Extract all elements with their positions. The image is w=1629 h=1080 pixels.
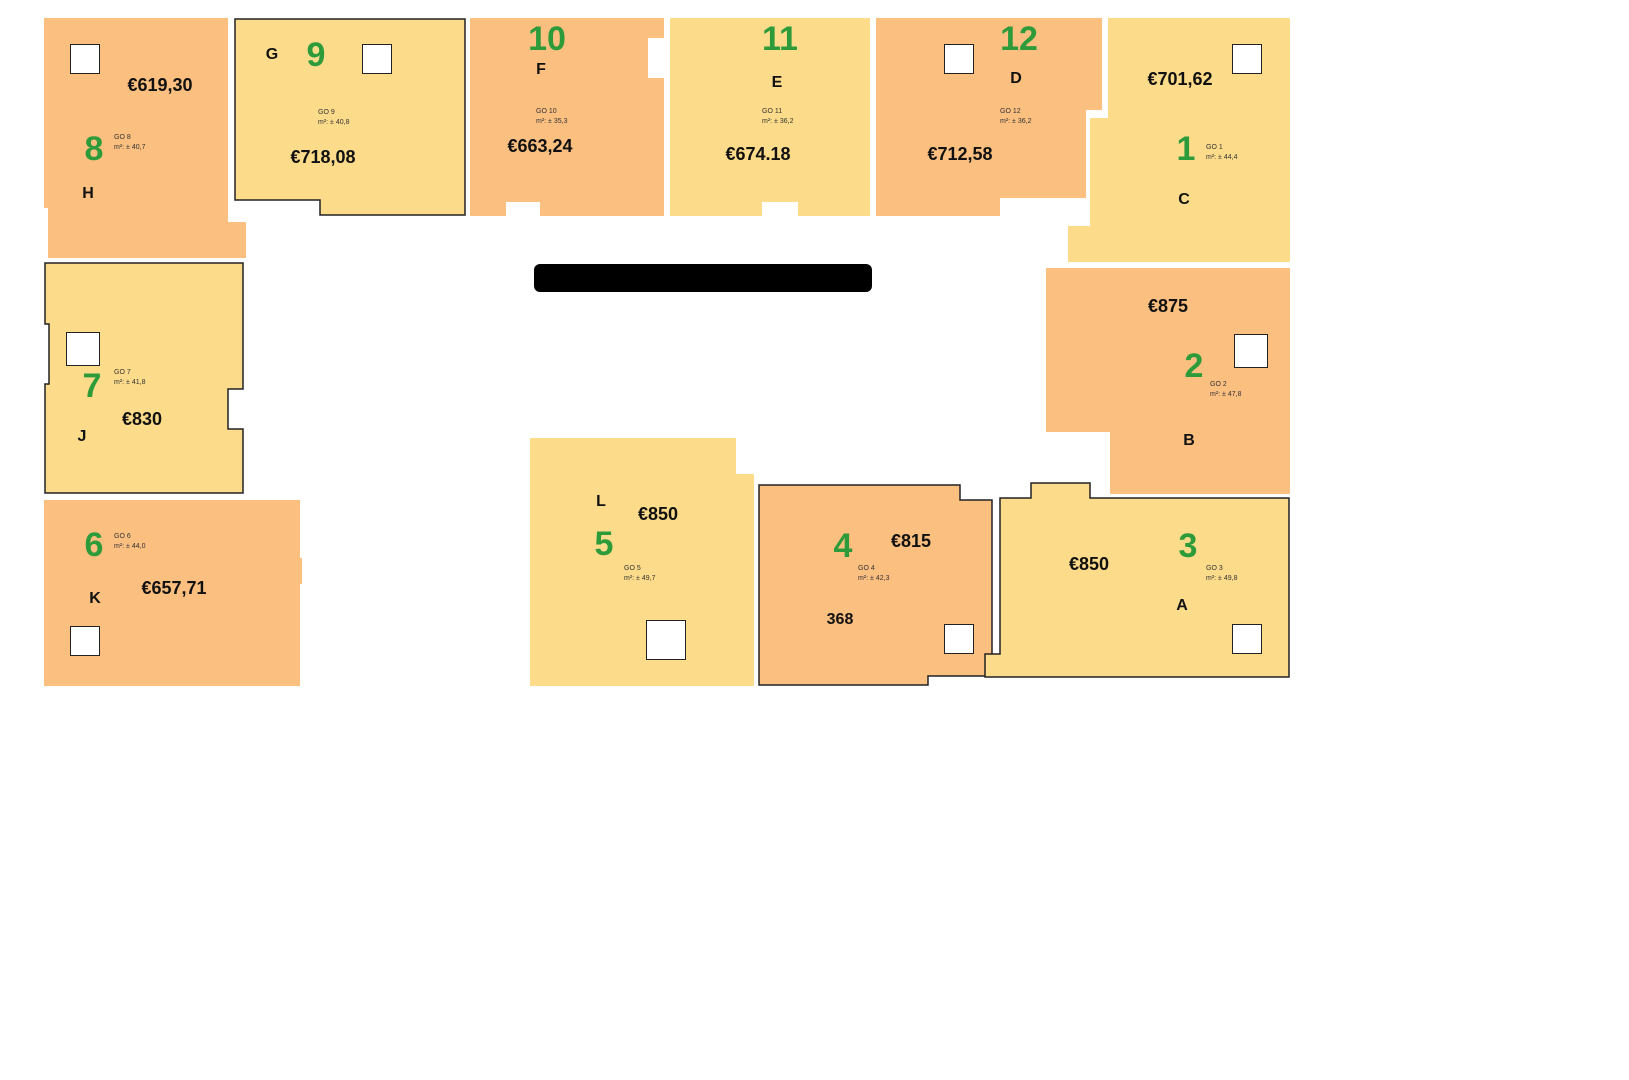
room-3-letter: A [1176, 597, 1188, 614]
room-12-price: €712,58 [927, 144, 993, 164]
room-5-number: 5 [594, 525, 614, 563]
room-10-number: 10 [528, 20, 566, 58]
room-3-price: €850 [1068, 554, 1110, 574]
redaction-bar [534, 264, 872, 292]
room-2-price: €875 [1147, 296, 1189, 316]
room-7-price: €830 [121, 409, 163, 429]
room-4-number: 4 [833, 527, 853, 565]
room-1-window [1232, 44, 1262, 74]
room-8-window [70, 44, 100, 74]
room-5-letter: L [596, 493, 606, 510]
room-8-number: 8 [84, 130, 104, 168]
room-5-window [646, 620, 686, 660]
room-6-shape [44, 500, 302, 686]
room-12-window [944, 44, 974, 74]
room-4-price: €815 [890, 531, 932, 551]
room-4-letter: 368 [826, 611, 854, 628]
room-2-window [1234, 334, 1268, 368]
room-8-letter: H [82, 185, 94, 202]
room-11-price: €674.18 [725, 144, 791, 164]
room-10-price: €663,24 [507, 136, 573, 156]
room-9-number: 9 [306, 36, 326, 74]
room-7-number: 7 [82, 367, 102, 405]
room-1-letter: C [1178, 191, 1190, 208]
room-7-window [66, 332, 100, 366]
room-6-letter: K [89, 590, 101, 607]
room-4-window [944, 624, 974, 654]
room-2-number: 2 [1184, 347, 1204, 385]
room-9-shape [234, 18, 466, 216]
room-8-shape [44, 18, 246, 258]
room-10-letter: F [536, 61, 546, 78]
room-3-window [1232, 624, 1262, 654]
room-5-shape [530, 438, 754, 686]
room-12-letter: D [1010, 70, 1022, 87]
room-12-number: 12 [1000, 20, 1038, 58]
room-8-price: €619,30 [127, 75, 193, 95]
room-1-shape [1068, 18, 1290, 262]
room-12-shape [876, 18, 1102, 216]
room-4-shape [758, 484, 993, 686]
room-2-shape [1046, 268, 1290, 494]
room-2-letter: B [1183, 432, 1195, 449]
room-1-number: 1 [1176, 130, 1196, 168]
room-9-window [362, 44, 392, 74]
room-5-price: €850 [637, 504, 679, 524]
room-9-letter: G [265, 46, 279, 63]
room-11-number: 11 [762, 20, 798, 58]
room-3-shape [984, 482, 1290, 678]
room-7-shape [44, 262, 244, 494]
room-11-letter: E [771, 74, 783, 91]
room-6-price: €657,71 [141, 578, 207, 598]
room-3-number: 3 [1178, 527, 1198, 565]
room-6-window [70, 626, 100, 656]
room-11-shape [670, 18, 870, 216]
room-6-number: 6 [84, 526, 104, 564]
room-1-price: €701,62 [1147, 69, 1213, 89]
room-7-letter: J [77, 428, 87, 445]
room-10-shape [470, 18, 664, 216]
room-9-price: €718,08 [290, 147, 356, 167]
